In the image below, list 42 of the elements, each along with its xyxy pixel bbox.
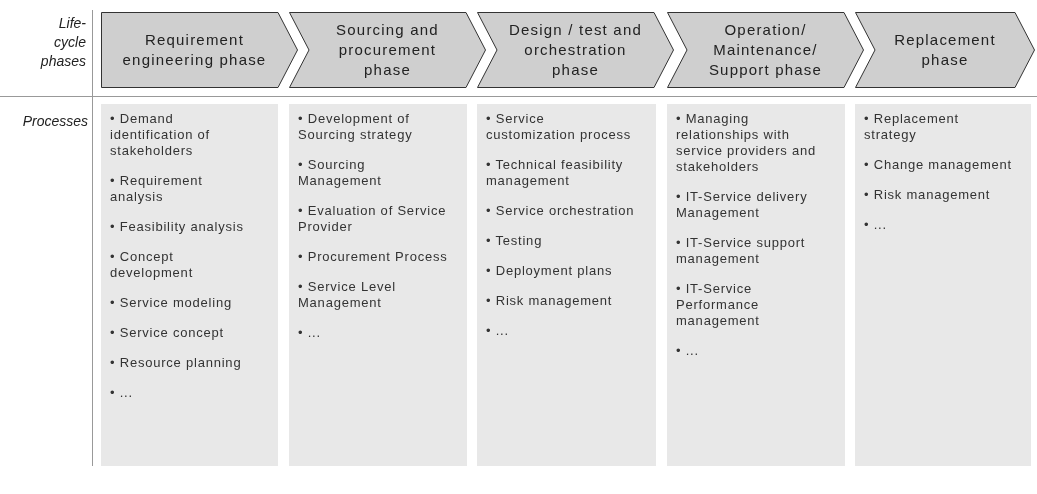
process-item: • ... bbox=[676, 343, 700, 359]
process-item: • Service concept bbox=[110, 325, 225, 341]
process-item: • Service customization process bbox=[486, 111, 632, 143]
process-item: • IT-Service Performance management bbox=[676, 281, 761, 329]
phase-title: Operation/ Maintenance/ Support phase bbox=[707, 20, 824, 80]
process-item: • IT-Service support management bbox=[676, 235, 807, 267]
process-item: • Service modeling bbox=[110, 295, 233, 311]
process-item: • Evaluation of Service Provider bbox=[298, 203, 448, 235]
phase-banner bbox=[289, 12, 486, 88]
phase-banner bbox=[855, 12, 1035, 88]
phase-title: Sourcing and procurement phase bbox=[335, 20, 440, 80]
process-item: • ... bbox=[110, 385, 134, 401]
process-item: • Concept development bbox=[110, 249, 195, 281]
process-item: • Service orchestration bbox=[486, 203, 636, 219]
row-label: Life- cycle phases bbox=[39, 14, 86, 71]
phase-banner bbox=[667, 12, 864, 88]
process-item: • Requirement analysis bbox=[110, 173, 204, 205]
process-item: • Procurement Process bbox=[298, 249, 449, 265]
process-item: • Feasibility analysis bbox=[110, 219, 245, 235]
process-item: • Risk management bbox=[864, 187, 992, 203]
process-item: • IT-Service delivery Management bbox=[676, 189, 809, 221]
process-item: • Resource planning bbox=[110, 355, 243, 371]
process-item: • Managing relationships with service providers and stakeholders bbox=[676, 111, 817, 175]
process-item: • Deployment plans bbox=[486, 263, 614, 279]
process-item: • ... bbox=[298, 325, 322, 341]
phase-title: Design / test and orchestration phase bbox=[508, 20, 643, 80]
row-label: Processes bbox=[21, 112, 88, 131]
process-item: • Replacement strategy bbox=[864, 111, 960, 143]
process-item: • Sourcing Management bbox=[298, 157, 383, 189]
process-item: • ... bbox=[864, 217, 888, 233]
process-item: • ... bbox=[486, 323, 510, 339]
phase-title: Replacement phase bbox=[893, 30, 997, 70]
process-item: • Technical feasibility management bbox=[486, 157, 625, 189]
process-item: • Service Level Management bbox=[298, 279, 397, 311]
phase-banner bbox=[101, 12, 298, 88]
process-item: • Risk management bbox=[486, 293, 614, 309]
process-item: • Change management bbox=[864, 157, 1013, 173]
process-item: • Testing bbox=[486, 233, 544, 249]
phase-title: Requirement engineering phase bbox=[121, 30, 268, 70]
phase-banner bbox=[477, 12, 674, 88]
process-item: • Development of Sourcing strategy bbox=[298, 111, 414, 143]
process-item: • Demand identification of stakeholders bbox=[110, 111, 211, 159]
